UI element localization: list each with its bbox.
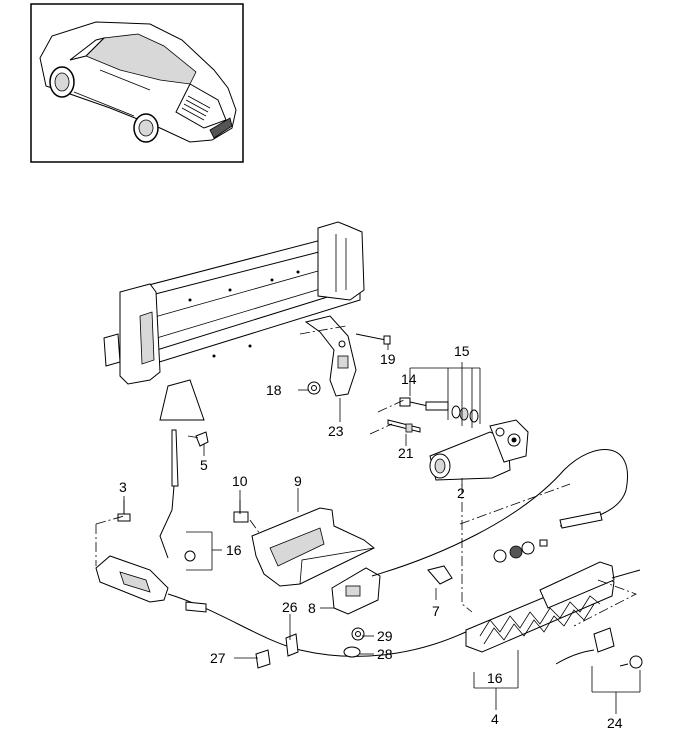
clip-part-5 [195,431,209,447]
cover-part-9 [251,507,375,587]
callout-labels: 2 3 4 5 7 8 9 10 14 15 16 16 18 19 21 23… [119,343,623,731]
callout-21: 21 [398,445,414,461]
callout-28: 28 [377,646,393,662]
vehicle-thumbnail [30,3,244,163]
nut-part-18 [307,381,321,395]
callout-23: 23 [328,423,344,439]
cable-clip-part-26 [285,633,299,657]
callout-16-bottom: 16 [487,670,503,686]
callout-3: 3 [119,479,127,495]
callout-4: 4 [491,711,499,727]
nut-part-29 [351,627,365,641]
left-latch [95,555,169,603]
bolt-part-14 [399,397,429,407]
bowden-cable [167,449,628,657]
callout-5: 5 [200,457,208,473]
callout-7: 7 [432,603,440,619]
callout-14: 14 [401,371,417,387]
drive-motor-part-2 [429,419,529,481]
spacer-set-part-15 [425,401,479,423]
switch-part-24 [555,627,643,669]
leader-lines [123,344,641,714]
callout-24: 24 [607,715,623,731]
pin-part-21 [387,419,421,433]
callout-9: 9 [294,473,302,489]
bracket-part-23 [304,315,357,397]
washers [493,539,548,563]
callout-26: 26 [282,599,298,615]
reference-lines [95,325,637,627]
callout-8: 8 [308,600,316,616]
roof-frame-assembly [103,221,365,421]
callout-16-left: 16 [226,542,242,558]
bracket-part-8 [331,567,381,615]
callout-15: 15 [454,343,470,359]
link-rod [159,429,196,562]
screw-part-19 [355,333,391,345]
callout-10: 10 [232,473,248,489]
grommet-part-28 [343,646,361,658]
callout-2: 2 [457,485,465,501]
callout-19: 19 [380,351,396,367]
callout-27: 27 [210,650,226,666]
clip-part-7 [427,565,453,585]
bolt-part-10 [233,500,249,523]
callout-18: 18 [266,382,282,398]
cable-clip-part-27 [255,649,271,669]
screw-part-3 [117,500,131,522]
actuator-part-4 [465,561,641,653]
callout-29: 29 [377,628,393,644]
